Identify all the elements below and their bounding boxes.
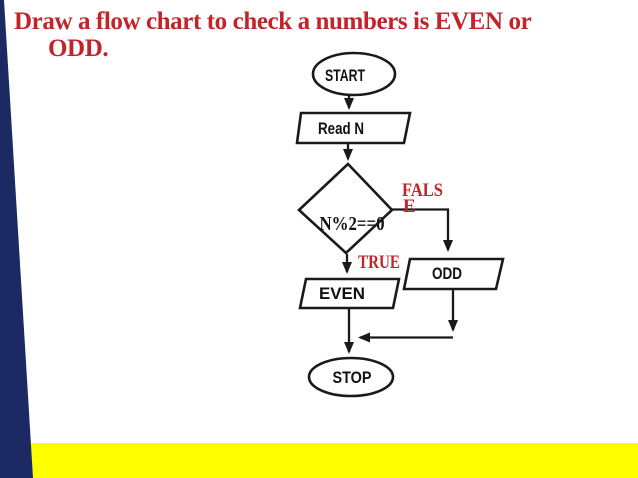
read-node: [295, 111, 412, 145]
decision-node-label: N%2==0: [320, 213, 385, 235]
false-branch-label-line1: FALS: [402, 180, 443, 201]
even-node-label: EVEN: [319, 284, 365, 303]
start-node-label: START: [325, 66, 365, 85]
stop-node-label: STOP: [333, 368, 372, 387]
edge-false-to-odd: [392, 208, 453, 252]
read-node-label: Read N: [318, 119, 364, 138]
slide-title-line2: ODD.: [48, 35, 109, 62]
bottom-accent-bar: [0, 443, 638, 478]
stop-node: [307, 356, 395, 398]
even-node: [298, 277, 401, 310]
false-branch-label-line2: E: [403, 196, 416, 217]
slide-title-line1: Draw a flow chart to check a numbers is …: [14, 8, 532, 35]
start-node: [311, 51, 397, 97]
decision-node: [297, 162, 394, 255]
true-branch-label: TRUE: [358, 252, 400, 273]
odd-node-label: ODD: [432, 264, 462, 283]
slide-title: Draw a flow chart to check a numbers is …: [14, 8, 614, 62]
odd-node: [402, 257, 505, 291]
